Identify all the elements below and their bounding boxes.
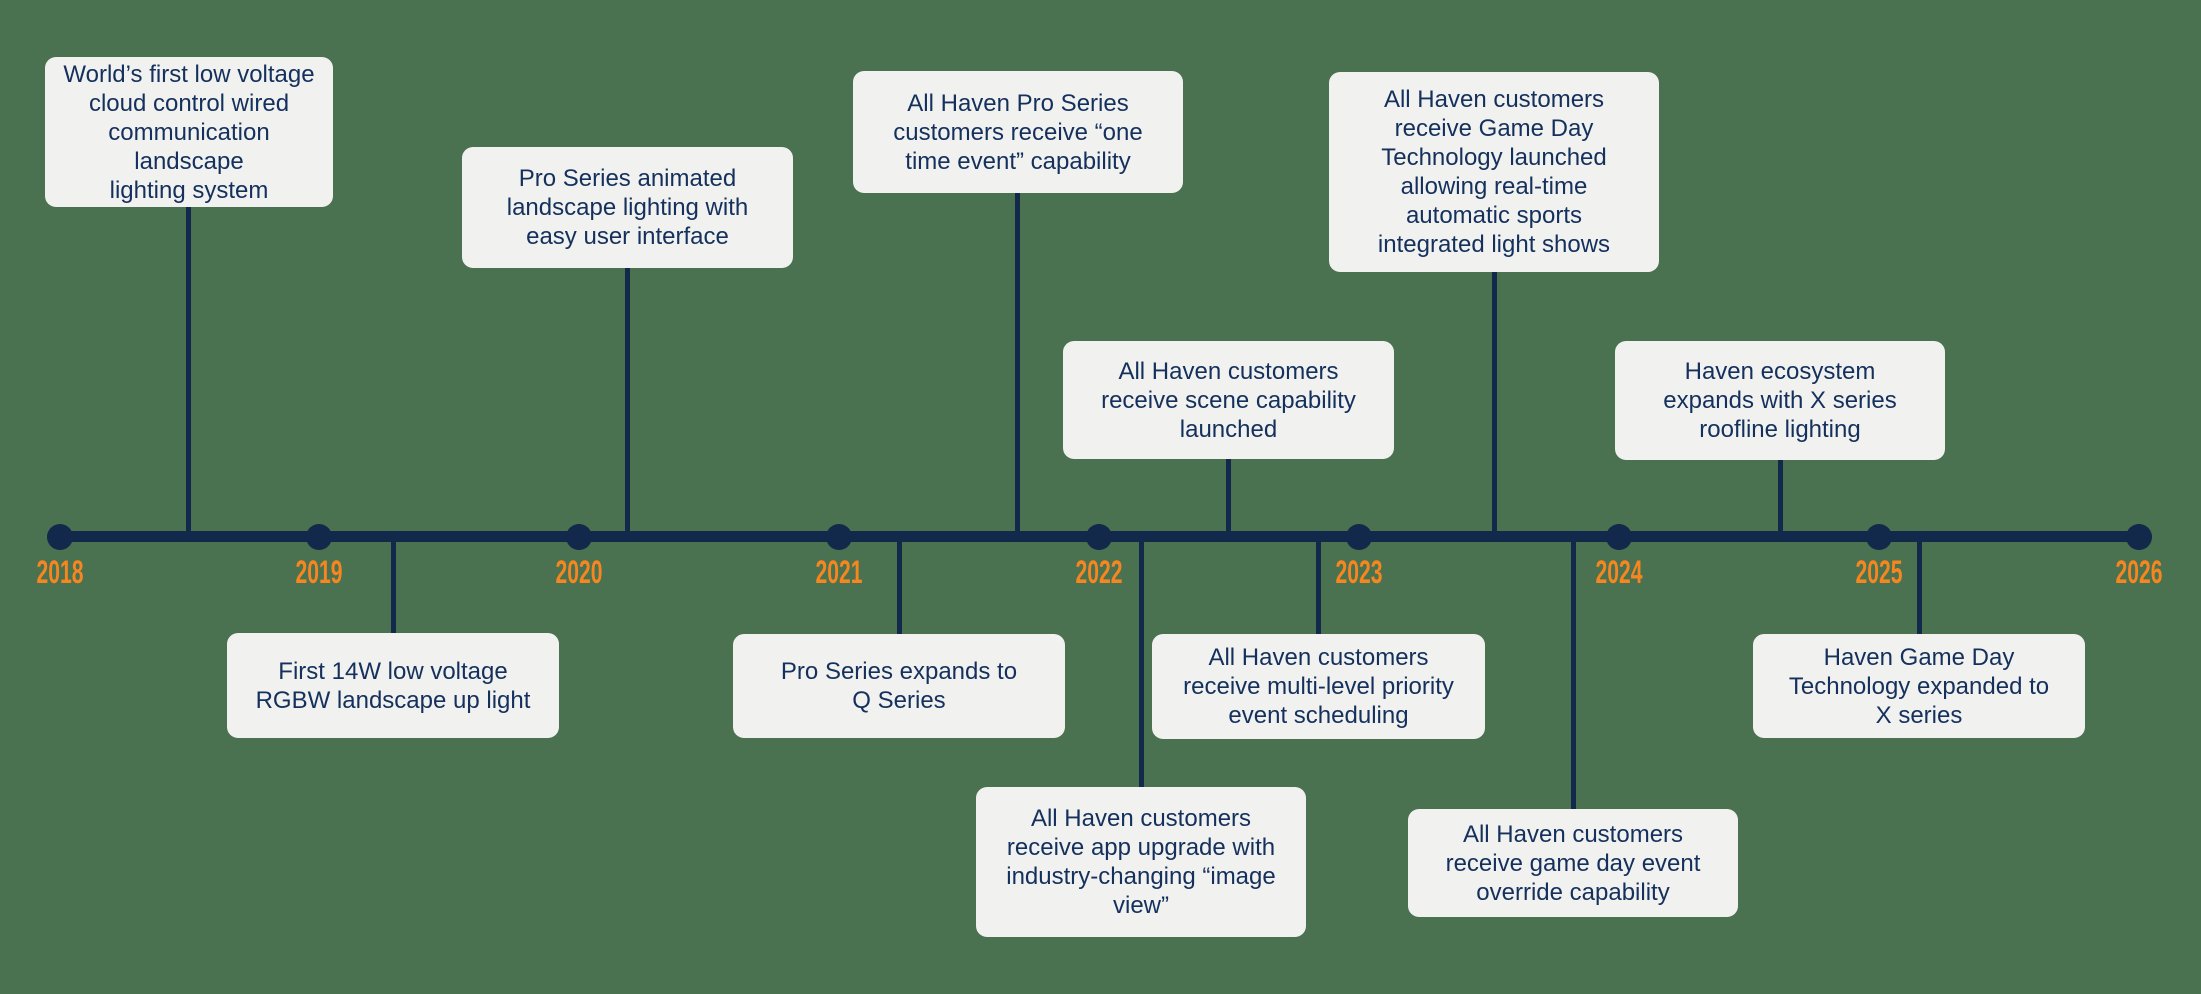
timeline-dot-2024 [1606,524,1632,550]
year-label-2025: 2025 [1855,554,1903,590]
event-connector-4 [1225,459,1231,536]
year-label-2019: 2019 [295,554,343,590]
event-connector-8 [896,536,902,634]
event-text: First 14W low voltage RGBW landscape up … [255,657,531,714]
event-card-10: All Haven customers receive app upgrade … [976,787,1306,937]
event-text: All Haven customers receive game day eve… [1445,820,1701,906]
year-label-2021: 2021 [815,554,863,590]
event-card-6: Haven ecosystem expands with X series ro… [1615,341,1945,460]
event-connector-7 [390,536,396,633]
event-card-4: All Haven customers receive scene capabi… [1063,341,1394,459]
event-connector-3 [1014,193,1020,536]
event-connector-10 [1138,536,1144,787]
event-text: All Haven customers receive Game Day Tec… [1377,86,1611,258]
event-text: Pro Series animated landscape lighting w… [506,165,749,250]
timeline-dot-2019 [306,524,332,550]
event-card-7: First 14W low voltage RGBW landscape up … [227,633,559,738]
event-card-5: All Haven customers receive Game Day Tec… [1329,72,1659,272]
year-label-2023: 2023 [1335,554,1383,590]
event-connector-6 [1777,460,1783,536]
event-connector-1 [185,207,191,536]
timeline-dot-2021 [826,524,852,550]
event-card-9: All Haven customers receive multi-level … [1152,634,1485,739]
event-card-8: Pro Series expands to Q Series [733,634,1065,738]
timeline-dot-2026 [2126,524,2152,550]
year-label-2018: 2018 [36,554,84,590]
event-text: Haven Game Day Technology expanded to X … [1788,643,2050,729]
event-connector-9 [1315,536,1321,634]
event-connector-12 [1916,536,1922,634]
event-text: All Haven Pro Series customers receive “… [893,89,1143,175]
year-label-2026: 2026 [2115,554,2163,590]
event-connector-11 [1570,536,1576,809]
timeline-dot-2020 [566,524,592,550]
year-label-2022: 2022 [1075,554,1123,590]
event-connector-5 [1491,272,1497,536]
event-text: Haven ecosystem expands with X series ro… [1663,358,1897,443]
year-label-2020: 2020 [555,554,603,590]
event-card-1: World’s first low voltage cloud control … [45,57,333,207]
event-card-3: All Haven Pro Series customers receive “… [853,71,1183,193]
timeline-dot-2022 [1086,524,1112,550]
timeline-dot-2023 [1346,524,1372,550]
event-text: All Haven customers receive app upgrade … [1006,805,1276,919]
event-connector-2 [624,268,630,536]
timeline-dot-2025 [1866,524,1892,550]
year-label-2024: 2024 [1595,554,1643,590]
event-text: World’s first low voltage cloud control … [63,60,315,204]
event-card-12: Haven Game Day Technology expanded to X … [1753,634,2085,738]
event-text: All Haven customers receive multi-level … [1183,644,1454,729]
event-card-2: Pro Series animated landscape lighting w… [462,147,793,268]
event-card-11: All Haven customers receive game day eve… [1408,809,1738,917]
event-text: All Haven customers receive scene capabi… [1101,357,1356,443]
event-text: Pro Series expands to Q Series [780,658,1018,714]
timeline-dot-2018 [47,524,73,550]
